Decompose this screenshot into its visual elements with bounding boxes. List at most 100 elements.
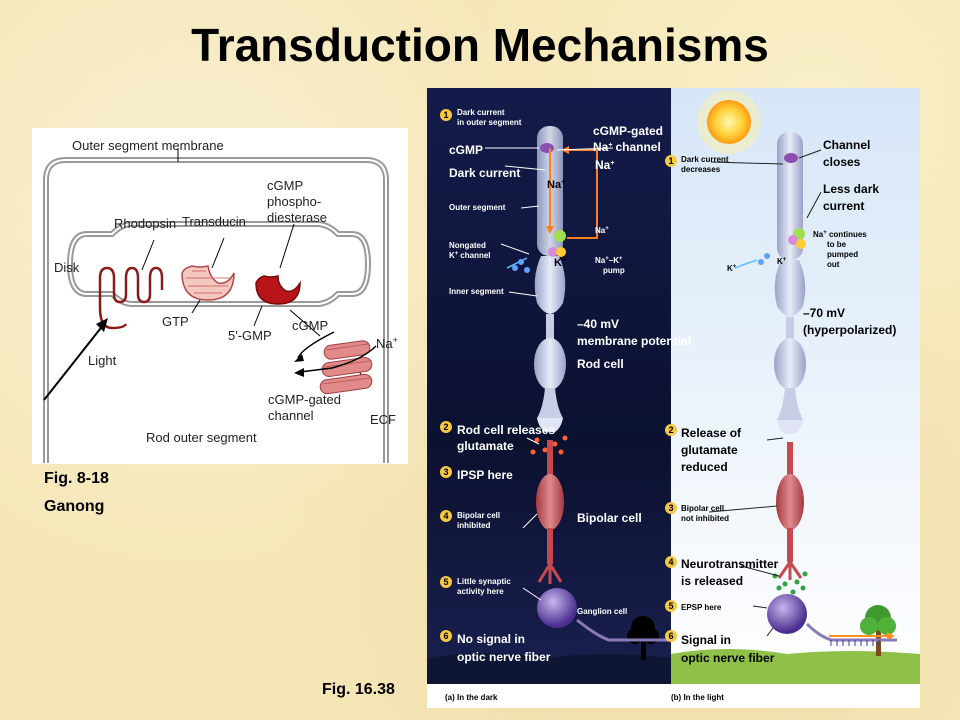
label-outer-segment: Outer segment <box>449 203 506 212</box>
svg-text:6: 6 <box>443 631 448 641</box>
label-nongated-2: K+channel <box>449 251 491 260</box>
label-outer-membrane: Outer segment membrane <box>72 138 224 153</box>
label-decreases-2: decreases <box>681 165 721 174</box>
label-pde-3: diesterase <box>267 210 327 225</box>
label-bipolar-not-1: Bipolar cell <box>681 504 724 513</box>
label-cgmp-gated-2: Na+channel <box>593 140 661 154</box>
label-dark-cgmp: cGMP <box>449 143 483 157</box>
label-dark-na-1: Na+ <box>595 158 614 172</box>
label-dark-potential-1: –40 mV <box>577 317 619 331</box>
label-cgmp-gated-1: cGMP-gated <box>593 124 663 138</box>
label-decreases-1: Dark current <box>681 155 729 164</box>
label-synaptic-2: activity here <box>457 587 504 596</box>
label-pump-2: pump <box>603 266 625 275</box>
caption-fig-16-38: Fig. 16.38 <box>322 681 395 698</box>
svg-text:3: 3 <box>443 467 448 477</box>
phosphodiesterase-icon <box>255 275 301 305</box>
label-dark-potential-2: membrane potential <box>577 334 691 348</box>
caption-ganong: Ganong <box>44 498 105 515</box>
label-pump-1: Na+–K+ <box>595 256 623 265</box>
svg-text:2: 2 <box>668 425 673 435</box>
label-continues-4: out <box>827 260 840 269</box>
label-gtp: GTP <box>162 314 189 329</box>
svg-text:1: 1 <box>668 156 673 166</box>
label-rod-cell: Rod cell <box>577 357 624 371</box>
label-dark-na-3: Na+ <box>595 226 609 235</box>
svg-text:5: 5 <box>443 577 448 587</box>
step-markers: 1 2 3 4 5 6 1 2 3 4 5 6 <box>440 109 677 642</box>
svg-text:4: 4 <box>668 557 673 567</box>
label-bipolar-cell: Bipolar cell <box>577 511 642 525</box>
rod-outer-segment-diagram: Outer segment membrane Rhodopsin Transdu… <box>32 128 408 464</box>
label-continues-3: pumped <box>827 250 858 259</box>
label-dark-current-outer-2: in outer segment <box>457 118 522 127</box>
label-release-1: Release of <box>681 426 742 440</box>
cgmp-gated-channel-icon <box>319 340 373 395</box>
label-pde-1: cGMP <box>267 178 303 193</box>
label-light-potential-1: –70 mV <box>803 306 845 320</box>
label-less-1: Less dark <box>823 182 879 196</box>
rod-cell-dark-light-diagram: 1 2 3 4 5 6 1 2 3 4 5 6 Dark current in … <box>427 88 920 708</box>
label-nongated-1: Nongated <box>449 241 486 250</box>
label-less-2: current <box>823 199 864 213</box>
sun-icon <box>697 90 761 154</box>
label-panel-light: (b) In the light <box>671 693 724 702</box>
label-ganglion: Ganglion cell <box>577 607 627 616</box>
label-bipolar-not-2: not inhibited <box>681 514 729 523</box>
label-rhodopsin: Rhodopsin <box>114 216 176 231</box>
label-disk: Disk <box>54 260 80 275</box>
label-releases-1: Rod cell releases <box>457 423 555 437</box>
label-continues-1: Na+ continues <box>813 230 867 239</box>
light-arrow <box>43 323 105 401</box>
label-ecf: ECF <box>370 412 396 427</box>
label-panel-dark: (a) In the dark <box>445 693 498 702</box>
label-continues-2: to be <box>827 240 847 249</box>
label-releases-2: glutamate <box>457 439 514 453</box>
transducin-icon <box>181 265 235 301</box>
label-dark-current-outer-1: Dark current <box>457 108 505 117</box>
label-cgmp: cGMP <box>292 318 328 333</box>
label-closes-2: closes <box>823 155 861 169</box>
label-synaptic-1: Little synaptic <box>457 577 511 586</box>
light-rod-cell <box>734 132 806 434</box>
label-inner-segment: Inner segment <box>449 287 504 296</box>
label-light-k-1: K+ <box>727 264 737 273</box>
label-light: Light <box>88 353 117 368</box>
label-nosignal-1: No signal in <box>457 632 525 646</box>
label-light-k-2: K+ <box>777 257 787 266</box>
label-bipolar-inhibited-1: Bipolar cell <box>457 511 500 520</box>
dark-ganglion-cell <box>537 588 671 642</box>
light-ganglion-cell <box>767 594 897 646</box>
svg-text:5: 5 <box>668 601 673 611</box>
svg-text:3: 3 <box>668 503 673 513</box>
svg-text:2: 2 <box>443 422 448 432</box>
label-bipolar-inhibited-2: inhibited <box>457 521 490 530</box>
label-signal-2: optic nerve fiber <box>681 651 775 665</box>
label-channel-2: channel <box>268 408 314 423</box>
label-release-3: reduced <box>681 460 728 474</box>
label-5gmp: 5'-GMP <box>228 328 272 343</box>
dark-rod-cell <box>534 126 566 432</box>
svg-text:1: 1 <box>443 110 448 120</box>
dark-current-arrows <box>506 146 598 273</box>
label-rod-outer-segment: Rod outer segment <box>146 430 257 445</box>
label-dark-na-2: Na+ <box>547 179 565 191</box>
label-light-potential-2: (hyperpolarized) <box>803 323 896 337</box>
label-neuro-2: is released <box>681 574 743 588</box>
label-nosignal-2: optic nerve fiber <box>457 650 551 664</box>
svg-text:4: 4 <box>443 511 448 521</box>
label-signal-1: Signal in <box>681 633 731 647</box>
label-release-2: glutamate <box>681 443 738 457</box>
label-neuro-1: Neurotransmitter <box>681 557 779 571</box>
label-pde-2: phospho- <box>267 194 321 209</box>
svg-text:6: 6 <box>668 631 673 641</box>
grass <box>671 649 920 684</box>
label-transducin: Transducin <box>182 214 246 229</box>
label-epsp: EPSP here <box>681 603 722 612</box>
light-bipolar-cell <box>772 442 808 595</box>
label-dark-current: Dark current <box>449 166 520 180</box>
label-channel-1: cGMP-gated <box>268 392 341 407</box>
label-dark-k: K+ <box>554 257 566 269</box>
label-ipsp: IPSP here <box>457 468 513 482</box>
label-closes-1: Channel <box>823 138 870 152</box>
